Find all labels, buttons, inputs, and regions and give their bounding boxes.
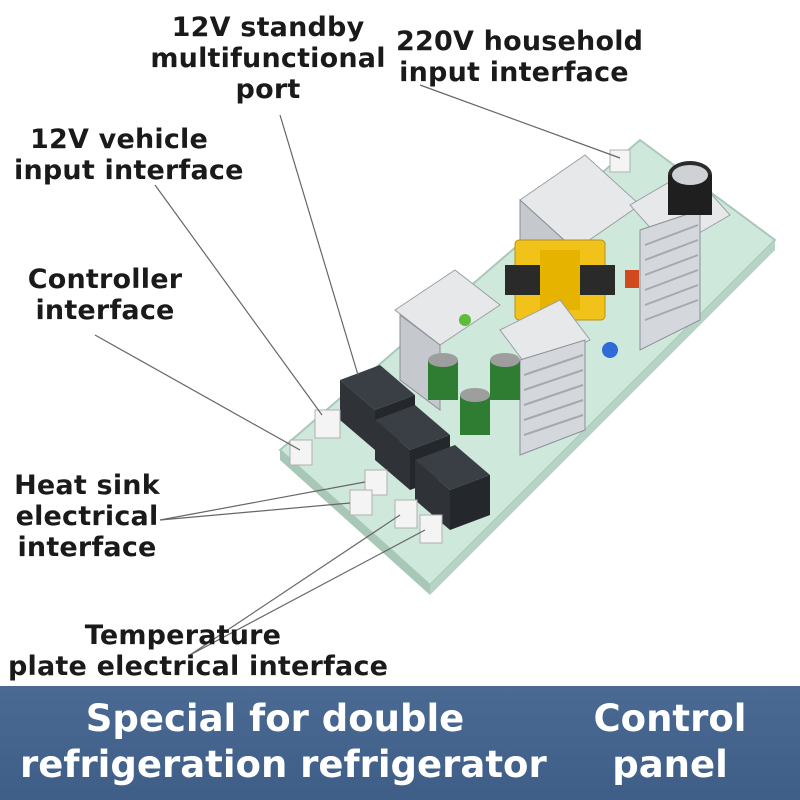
label-standby-line1: 12V standby — [171, 12, 365, 43]
heatsink-bottom — [499, 299, 591, 371]
label-controller-line2: interface — [35, 295, 175, 326]
label-temperature-line1: Temperature — [84, 620, 282, 651]
banner-left-line1: Special for double — [85, 697, 465, 740]
banner-right-line1: Control — [593, 697, 747, 740]
label-temperature-line2: plate electrical interface — [8, 651, 389, 682]
banner-left-line2: refrigeration refrigerator — [20, 743, 547, 786]
label-heatsink-line1: Heat sink — [14, 470, 160, 501]
connectors — [289, 149, 631, 544]
label-heatsink-line3: interface — [17, 532, 157, 563]
label-heatsink-line2: electrical — [15, 501, 159, 532]
label-vehicle-line2: input interface — [14, 155, 244, 186]
label-heatsink-interface: Heat sink electrical interface — [12, 470, 162, 563]
label-household-line1: 220V household — [396, 26, 644, 57]
label-vehicle-input: 12V vehicle input interface — [14, 124, 244, 186]
leader-lines — [94, 84, 621, 656]
label-standby-line2: multifunctional — [150, 43, 386, 74]
bottom-banner: Special for double refrigeration refrige… — [0, 686, 800, 800]
label-household-input: 220V household input interface — [396, 26, 644, 88]
label-temperature-interface: Temperature plate electrical interface — [8, 620, 389, 682]
banner-right-line2: panel — [612, 743, 728, 786]
banner-right-text: Control panel — [560, 696, 780, 788]
label-household-line2: input interface — [399, 57, 629, 88]
label-vehicle-line1: 12V vehicle — [29, 124, 209, 155]
label-controller-line1: Controller — [27, 264, 183, 295]
label-standby-port: 12V standby multifunctional port — [150, 12, 386, 105]
relays — [340, 365, 490, 530]
electrolytic-capacitors — [428, 353, 520, 435]
pcb-board-edge — [280, 450, 430, 595]
banner-left-text: Special for double refrigeration refrige… — [20, 696, 547, 788]
label-controller-interface: Controller interface — [25, 264, 185, 326]
label-standby-line3: port — [235, 74, 301, 105]
